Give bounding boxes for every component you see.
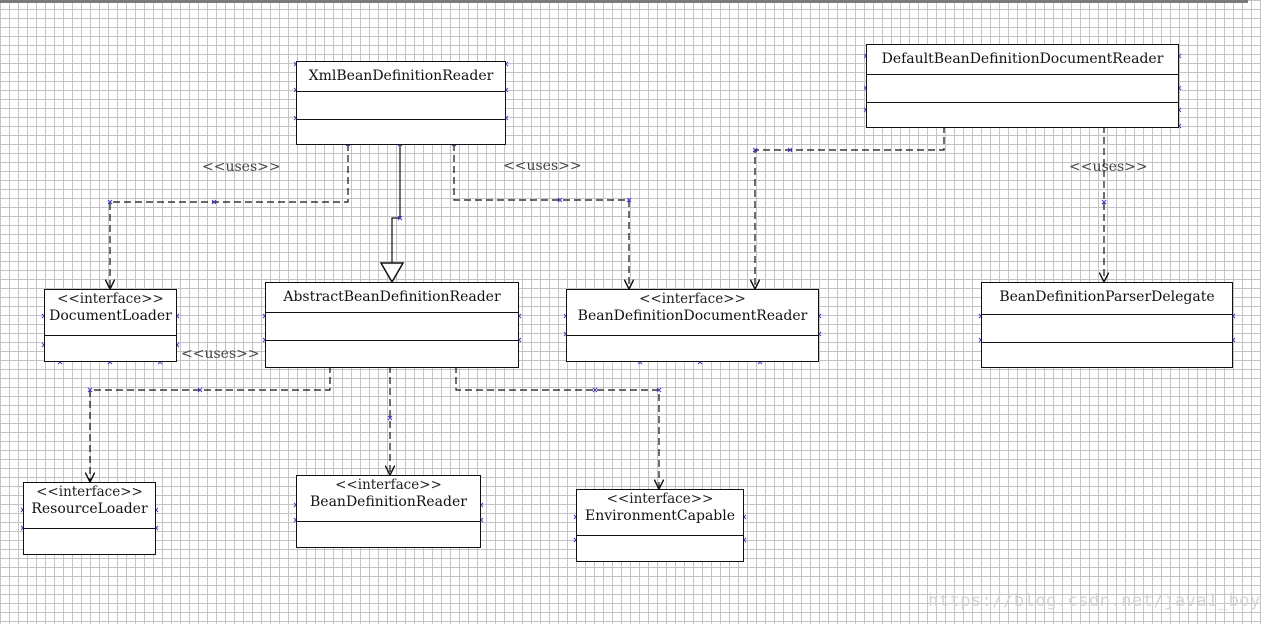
link-xml-to-documentloader [110,144,349,289]
selection-handle [387,415,393,421]
class-name: ResourceLoader [31,501,148,517]
selection-handle [197,387,203,393]
stereotype-label: <<interface>> [335,477,442,493]
class-resource-loader[interactable]: <<interface>> ResourceLoader [23,482,156,555]
attributes-section [266,313,518,341]
class-bean-definition-parser-delegate[interactable]: BeanDefinitionParserDelegate [981,282,1233,368]
uses-label-documentloader: <<uses>> [181,346,260,362]
stereotype-label: <<interface>> [606,491,714,507]
attributes-section [982,315,1232,343]
class-bean-definition-reader[interactable]: <<interface>> BeanDefinitionReader [296,475,481,548]
generalization-arrowhead [379,262,405,284]
class-name: AbstractBeanDefinitionReader [266,283,518,313]
class-default-bean-definition-document-reader[interactable]: DefaultBeanDefinitionDocumentReader [866,44,1179,128]
class-name: EnvironmentCapable [584,508,736,524]
uses-label-xml-documentloader: <<uses>> [202,159,281,175]
selection-handle [592,387,598,393]
selection-handle [1101,199,1107,205]
watermark-url: https://blog.csdn.net/java1_boy [928,591,1261,611]
class-header: <<interface>> BeanDefinitionReader [297,476,480,522]
class-header: <<interface>> BeanDefinitionDocumentRead… [567,290,818,336]
link-generalization [391,144,401,263]
link-abstract-to-resourceloader [90,366,331,482]
stereotype-label: <<interface>> [36,484,143,500]
link-default-to-docreader [755,126,945,289]
class-name: DocumentLoader [49,308,172,324]
selection-handle [656,387,662,393]
class-environment-capable[interactable]: <<interface>> EnvironmentCapable [576,489,744,562]
uses-label-xml-docreader: <<uses>> [503,158,582,174]
link-xml-to-docreader [453,144,629,289]
class-xml-bean-definition-reader[interactable]: XmlBeanDefinitionReader [296,61,506,145]
class-header: <<interface>> DocumentLoader [45,290,176,336]
stereotype-label: <<interface>> [57,291,164,307]
selection-handle [397,215,403,221]
class-document-loader[interactable]: <<interface>> DocumentLoader [44,289,177,362]
selection-handle [87,387,93,393]
selection-handle [626,197,632,203]
uses-label-default-delegate: <<uses>> [1069,159,1148,175]
class-name: XmlBeanDefinitionReader [297,62,505,92]
stereotype-label: <<interface>> [639,291,746,307]
class-name: BeanDefinitionReader [310,494,467,510]
class-header: <<interface>> EnvironmentCapable [577,490,743,536]
link-abstract-to-environment [455,366,659,489]
class-header: <<interface>> ResourceLoader [24,483,155,529]
selection-handle [107,199,113,205]
class-name: BeanDefinitionParserDelegate [982,283,1232,315]
selection-handle [752,147,758,153]
class-name: DefaultBeanDefinitionDocumentReader [867,45,1178,75]
class-name: BeanDefinitionDocumentReader [577,308,808,324]
window-top-edge [0,0,1248,3]
attributes-section [297,92,505,120]
class-abstract-bean-definition-reader[interactable]: AbstractBeanDefinitionReader [265,282,519,368]
attributes-section [867,75,1178,103]
selection-handle [787,147,793,153]
class-bean-definition-document-reader[interactable]: <<interface>> BeanDefinitionDocumentRead… [566,289,819,362]
selection-handle [557,197,563,203]
selection-handle [211,199,217,205]
